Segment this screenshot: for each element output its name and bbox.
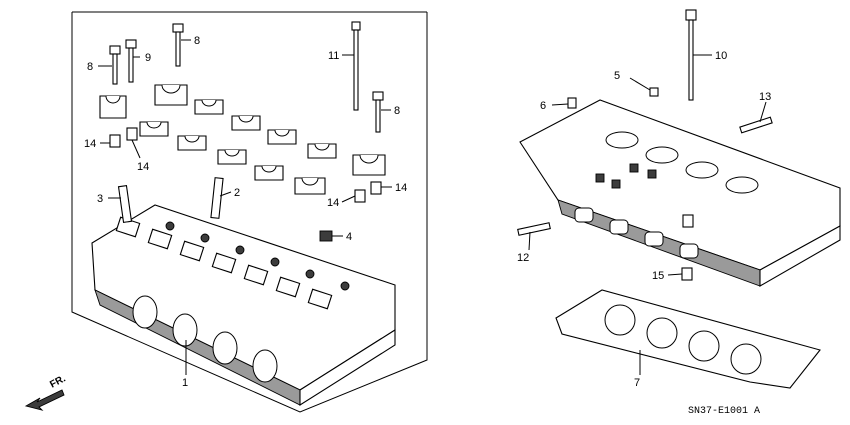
exhaust-port-outlines: [574, 207, 699, 259]
cam-holder: [267, 129, 297, 145]
left-group-frame: [71, 11, 428, 413]
leader-lines-left: [98, 39, 392, 375]
callout-9: 9: [145, 52, 151, 64]
cam-holder: [154, 84, 188, 106]
cam-holder: [307, 143, 337, 159]
arrow-down-left-icon: [24, 389, 65, 411]
cam-holder: [194, 99, 224, 115]
direction-label: FR.: [48, 373, 68, 390]
cam-holder: [99, 95, 127, 119]
callout-8-top: 8: [194, 35, 200, 47]
callout-1: 1: [182, 377, 188, 389]
cam-holder: [254, 165, 284, 181]
callout-3: 3: [97, 193, 103, 205]
callout-5: 5: [614, 70, 620, 82]
callout-8-left: 8: [87, 61, 93, 73]
callout-8-right: 8: [394, 105, 400, 117]
cam-holder: [139, 121, 169, 137]
callout-14-b: 14: [137, 161, 149, 173]
cam-holder: [294, 177, 326, 195]
cylinder-head-ports: [132, 295, 278, 383]
cam-holder: [352, 154, 386, 176]
callout-7: 7: [634, 377, 640, 389]
callout-10: 10: [715, 50, 727, 62]
leader-lines-right: [528, 54, 767, 375]
callout-14-c: 14: [327, 197, 339, 209]
callout-14-a: 14: [84, 138, 96, 150]
callout-14-d: 14: [395, 182, 407, 194]
callout-15: 15: [652, 270, 664, 282]
callout-6: 6: [540, 100, 546, 112]
combustion-chamber-outlines: [605, 131, 759, 194]
callout-4: 4: [346, 231, 352, 243]
callout-2: 2: [234, 187, 240, 199]
cam-holder: [231, 115, 261, 131]
head-studs: [595, 163, 657, 189]
cylinder-head-installed-view: [519, 99, 841, 287]
cam-holder: [217, 149, 247, 165]
camshaft-holders: [99, 84, 386, 195]
callout-13: 13: [759, 91, 771, 103]
callout-12: 12: [517, 252, 529, 264]
head-gasket-part: [555, 289, 821, 389]
callout-11: 11: [328, 50, 339, 62]
cam-holder: [177, 135, 207, 151]
diagram-code: SN37-E1001 A: [688, 406, 760, 417]
cylinder-head-part: [91, 204, 396, 406]
bolts-right-group: [517, 9, 773, 281]
bolts-left-group: [109, 21, 384, 242]
